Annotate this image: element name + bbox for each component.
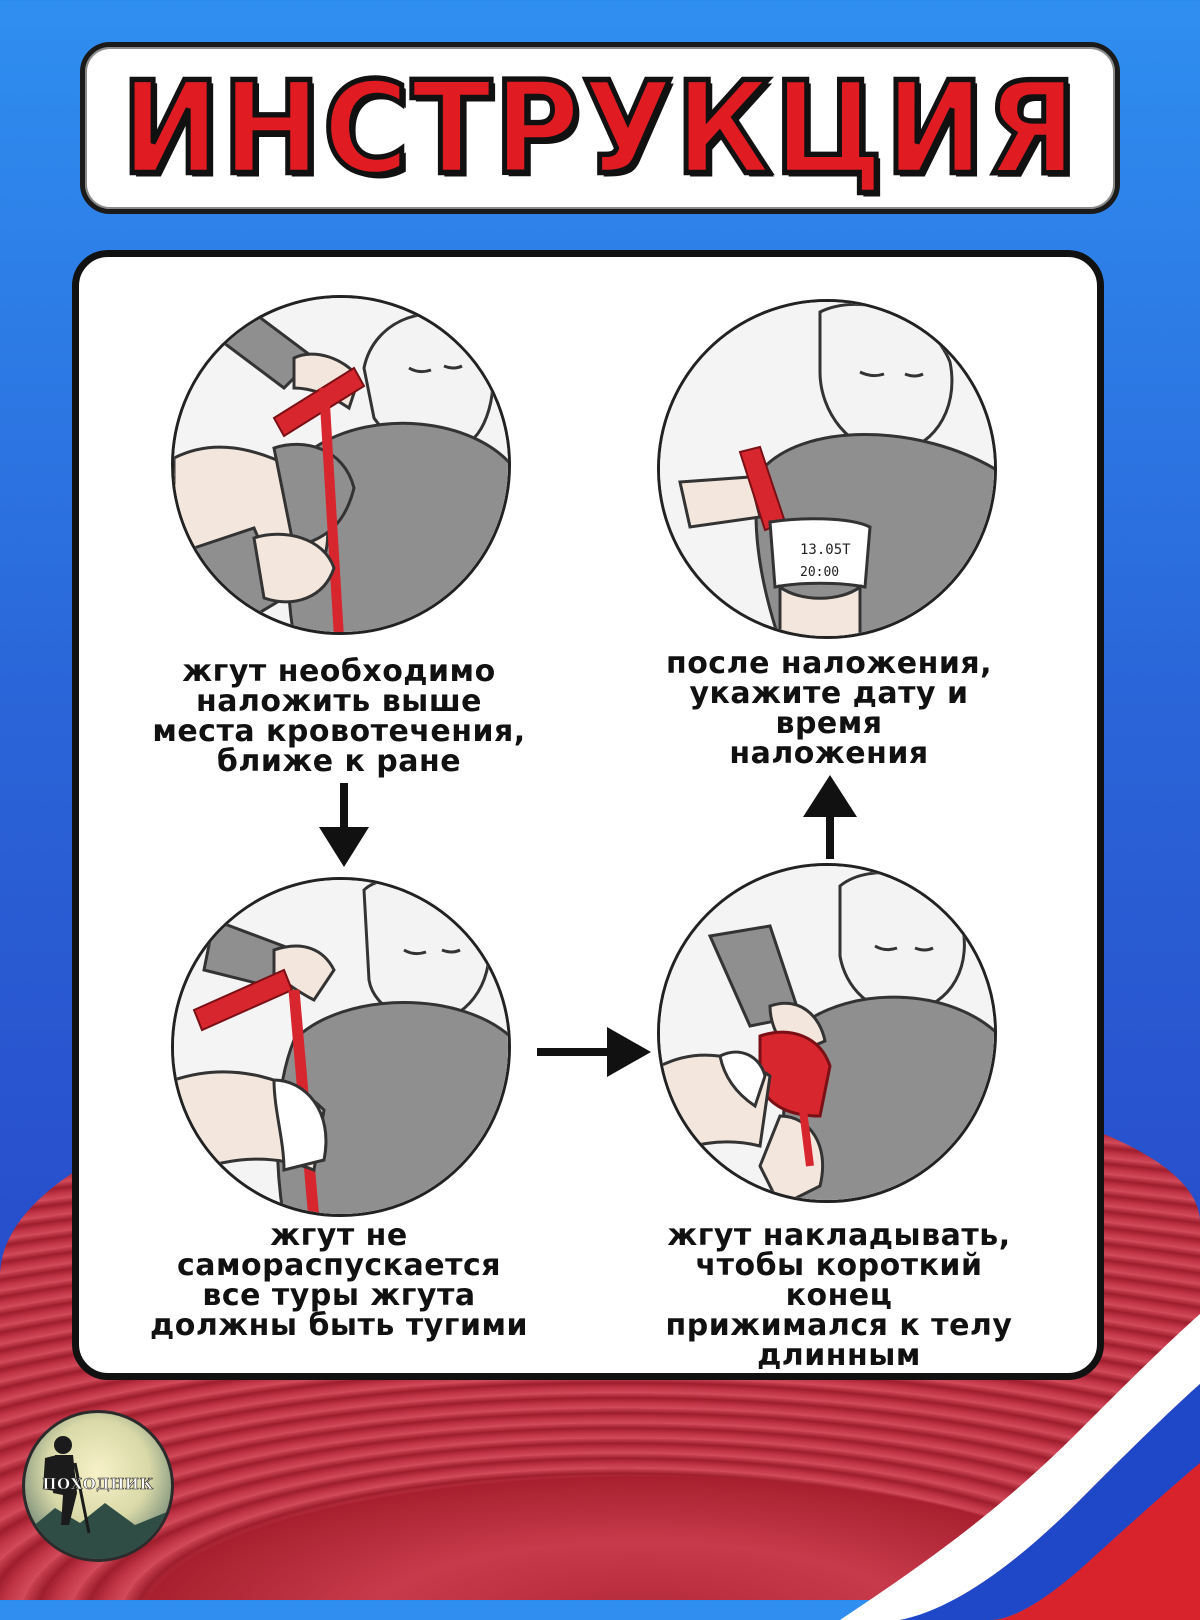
step-2-line: самораспускается <box>176 1248 502 1283</box>
title-banner: ИНСТРУКЦИЯ <box>80 42 1120 214</box>
arrow-up-icon <box>803 775 857 859</box>
step-2-caption: жгут не самораспускается все туры жгута … <box>119 1221 559 1341</box>
arrow-down-icon <box>319 783 369 867</box>
step-3-line: конец <box>785 1278 893 1313</box>
step-3-line: чтобы короткий <box>695 1248 983 1283</box>
step-1-line: жгут необходимо <box>182 654 496 689</box>
step-1-line: наложить выше <box>195 684 483 719</box>
step-3-line: жгут накладывать, <box>667 1218 1011 1253</box>
step-1-caption: жгут необходимо наложить выше места кров… <box>119 657 559 777</box>
step-4-line: наложения <box>729 736 929 771</box>
tag-time: 20:00 <box>800 565 839 580</box>
step-4-line: время <box>775 706 883 741</box>
step-2-line: должны быть тугими <box>149 1308 529 1343</box>
step-1-illustration <box>171 295 511 635</box>
page-title: ИНСТРУКЦИЯ <box>119 51 1080 205</box>
step-2-line: жгут не <box>270 1218 408 1253</box>
step-1-line: ближе к ране <box>216 744 462 779</box>
step-1-line: места кровотечения, <box>152 714 526 749</box>
tag-date: 13.05Т <box>800 542 851 558</box>
step-4-illustration: 13.05Т 20:00 <box>657 299 997 639</box>
step-3-illustration <box>657 863 997 1203</box>
step-2-line: все туры жгута <box>202 1278 476 1313</box>
step-4-line: укажите дату и <box>689 676 969 711</box>
step-4-line: после наложения, <box>665 646 993 681</box>
step-3-line: длинным <box>757 1338 921 1373</box>
russian-flag-ribbon <box>780 1260 1200 1620</box>
step-2-illustration <box>171 877 511 1217</box>
logo-text: ПОХОДНИК <box>42 1475 154 1494</box>
brand-logo: ПОХОДНИК <box>22 1410 174 1562</box>
step-3-caption: жгут накладывать, чтобы короткий конец п… <box>629 1221 1049 1371</box>
arrow-right-icon <box>537 1027 651 1077</box>
step-4-caption: после наложения, укажите дату и время на… <box>639 649 1019 769</box>
instruction-panel: жгут необходимо наложить выше места кров… <box>72 250 1104 1380</box>
step-3-line: прижимался к телу <box>665 1308 1013 1343</box>
